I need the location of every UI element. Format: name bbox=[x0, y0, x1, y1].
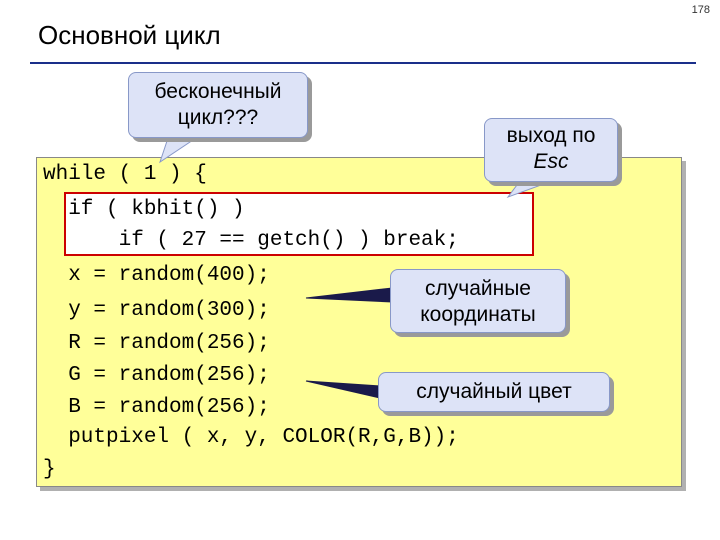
code-line: R = random(256); bbox=[43, 332, 270, 355]
code-line: while ( 1 ) { bbox=[43, 163, 207, 186]
page-number: 178 bbox=[691, 4, 710, 16]
infinite-loop-callout: бесконечный цикл??? bbox=[128, 72, 308, 138]
exit-condition-highlight bbox=[64, 192, 534, 256]
slide-title: Основной цикл bbox=[38, 20, 221, 50]
callout-text: выход по bbox=[506, 124, 596, 147]
random-color-callout: случайный цвет bbox=[378, 372, 610, 412]
callout-text: Esc bbox=[533, 150, 569, 173]
code-line: B = random(256); bbox=[43, 396, 270, 419]
code-line: y = random(300); bbox=[43, 299, 270, 322]
callout-text: цикл??? bbox=[177, 106, 259, 129]
code-line: x = random(400); bbox=[43, 264, 270, 287]
random-coords-callout: случайные координаты bbox=[390, 269, 566, 333]
code-line: if ( kbhit() ) bbox=[43, 198, 245, 221]
code-line: } bbox=[43, 458, 56, 481]
callout-text: бесконечный bbox=[154, 80, 282, 103]
exit-esc-callout: выход по Esc bbox=[484, 118, 618, 182]
code-line: G = random(256); bbox=[43, 364, 270, 387]
callout-text: случайные bbox=[425, 277, 531, 300]
callout-text: случайный цвет bbox=[416, 380, 572, 403]
callout-text: координаты bbox=[420, 303, 536, 326]
code-line: putpixel ( x, y, COLOR(R,G,B)); bbox=[43, 426, 459, 449]
code-line: if ( 27 == getch() ) break; bbox=[43, 229, 459, 252]
title-underline bbox=[30, 62, 696, 64]
